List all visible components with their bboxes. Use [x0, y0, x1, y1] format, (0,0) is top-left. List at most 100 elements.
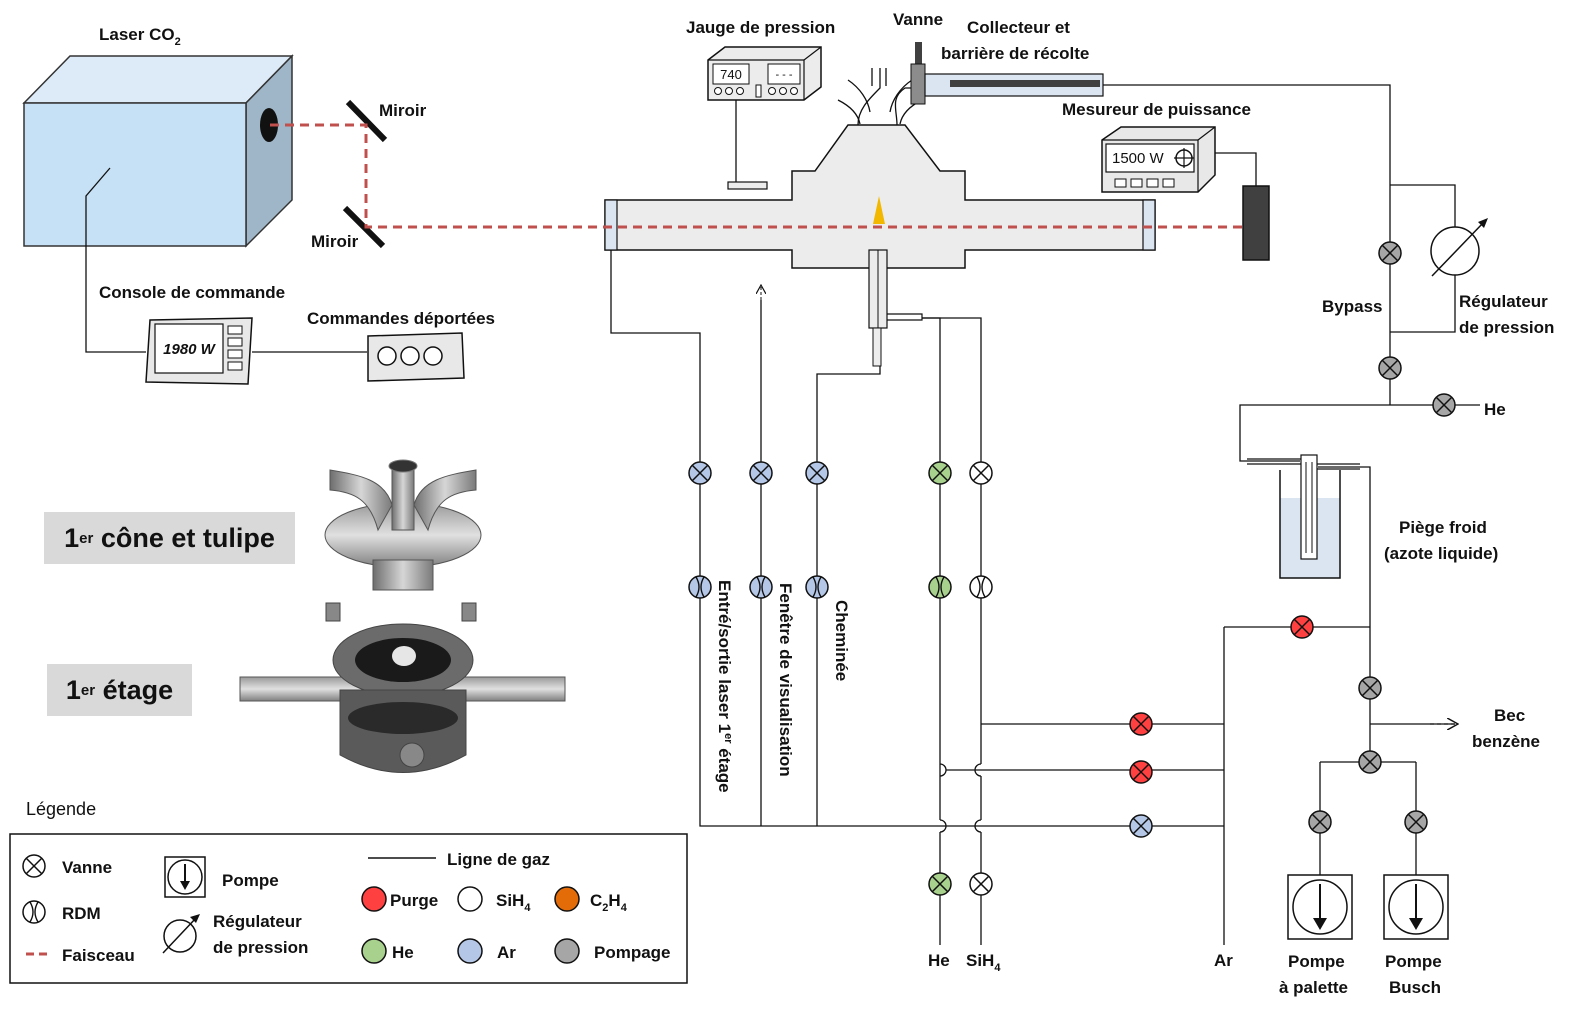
valve-he-top — [928, 461, 952, 485]
remote-label: Commandes déportées — [307, 309, 495, 328]
control-console: 1980 W Console de commande — [99, 283, 285, 385]
legend-c2h4: C2H4 — [590, 891, 628, 914]
laser-co2: Laser CO2 — [22, 25, 294, 248]
valve-purge-2 — [1129, 760, 1153, 784]
laser-io-label: Entré/sortie laser 1er étage — [715, 580, 734, 793]
beam-dump — [1242, 185, 1270, 261]
valve-bypass-top — [1378, 241, 1402, 265]
benzene-label-2: benzène — [1472, 732, 1540, 751]
rdm-sih4 — [969, 575, 993, 599]
bottom-sih4-label: SiH4 — [966, 951, 1001, 974]
console-display: 1980 W — [163, 341, 217, 358]
legend-pompage-swatch — [554, 938, 580, 964]
flame-icon — [873, 196, 885, 224]
legend-pompe: Pompe — [222, 871, 279, 890]
power-meter: 1500 W Mesureur de puissance — [1062, 100, 1251, 193]
laser-aperture — [260, 108, 278, 142]
laser-label: Laser CO2 — [99, 25, 181, 48]
bottom-he-label: He — [928, 951, 950, 970]
valve-he-inlet — [1432, 393, 1456, 417]
mirror-bottom-label: Miroir — [311, 232, 359, 251]
valve-pump-busch — [1404, 810, 1428, 834]
valve-ar-main — [1129, 814, 1153, 838]
valve-sih4-top — [969, 461, 993, 485]
legend-title: Légende — [26, 799, 96, 819]
collector-bar — [950, 80, 1100, 87]
valve-pump-vane — [1308, 810, 1332, 834]
pump-busch-label-2: Busch — [1389, 978, 1441, 997]
legend-purge-swatch — [361, 886, 387, 912]
legend-he: He — [392, 943, 414, 962]
valve-purge-3 — [1290, 615, 1314, 639]
pressure-regulator — [1430, 218, 1488, 277]
he-right-label: He — [1484, 400, 1506, 419]
legend-ligne-gaz: Ligne de gaz — [447, 850, 550, 869]
power-meter-label: Mesureur de puissance — [1062, 100, 1251, 119]
top-valve-handle — [915, 42, 922, 66]
legend-vanne: Vanne — [62, 858, 112, 877]
console-label: Console de commande — [99, 283, 285, 302]
rdm-he — [928, 575, 952, 599]
legend: Vanne RDM Faisceau Pompe Régulateur de p… — [22, 850, 671, 965]
rdm-ar-chimney — [805, 575, 829, 599]
gas-lines-right — [1103, 84, 1480, 875]
collector-label-1: Collecteur et — [967, 18, 1070, 37]
top-valve — [910, 63, 926, 105]
pump-busch — [1383, 874, 1449, 940]
mirror-top-label: Miroir — [379, 101, 427, 120]
valve-ar-window — [749, 461, 773, 485]
legend-sih4-swatch — [457, 886, 483, 912]
laser-beam — [270, 123, 1243, 229]
rdm-ar-laser-io — [688, 575, 712, 599]
bypass-label: Bypass — [1322, 297, 1382, 316]
legend-purge: Purge — [390, 891, 438, 910]
legend-rdm: RDM — [62, 904, 101, 923]
valve-sih4-bottom — [969, 872, 993, 896]
cold-trap-label-1: Piège froid — [1399, 518, 1487, 537]
remote-controls: Commandes déportées — [307, 309, 495, 382]
cold-trap — [1247, 454, 1360, 579]
bottom-ar-label: Ar — [1214, 951, 1233, 970]
collector-label-2: barrière de récolte — [941, 44, 1089, 63]
gas-lines-left — [610, 250, 1370, 945]
valve-ar-laser-io — [688, 461, 712, 485]
valve-he-bottom — [928, 872, 952, 896]
reaction-chamber — [604, 68, 1156, 367]
valve-bypass-bottom — [1378, 356, 1402, 380]
vanne-label: Vanne — [893, 10, 943, 29]
regulator-label-1: Régulateur — [1459, 292, 1548, 311]
first-stage-photo — [239, 602, 566, 773]
benzene-label-1: Bec — [1494, 706, 1525, 725]
gauge-display-left: 740 — [720, 67, 742, 82]
pressure-gauge: 740 - - - Jauge de pression — [686, 18, 835, 101]
pump-busch-label-1: Pompe — [1385, 952, 1442, 971]
valve-ar-chimney — [805, 461, 829, 485]
cold-trap-label-2: (azote liquide) — [1384, 544, 1498, 563]
mirror-top — [345, 99, 388, 143]
power-meter-display: 1500 W — [1112, 150, 1165, 167]
legend-vanne-icon — [22, 854, 46, 878]
legend-ar-swatch — [457, 938, 483, 964]
legend-regulateur-2: de pression — [213, 938, 308, 957]
pump-vane-label-2: à palette — [1279, 978, 1348, 997]
legend-pompage: Pompage — [594, 943, 671, 962]
valve-pumping-1 — [1358, 676, 1382, 700]
legend-he-swatch — [361, 938, 387, 964]
rdm-ar-window — [749, 575, 773, 599]
legend-faisceau: Faisceau — [62, 946, 135, 965]
cone-tulip-photo — [324, 459, 482, 591]
mirror-bottom — [342, 205, 386, 249]
pump-vane — [1287, 874, 1353, 940]
legend-c2h4-swatch — [554, 886, 580, 912]
legend-regulateur-1: Régulateur — [213, 912, 302, 931]
legend-ar: Ar — [497, 943, 516, 962]
chimney-label: Cheminée — [832, 600, 851, 681]
window-label: Fenêtre de visualisation — [776, 583, 795, 777]
gauge-display-right: - - - — [775, 69, 792, 81]
gauge-label: Jauge de pression — [686, 18, 835, 37]
legend-sih4: SiH4 — [496, 891, 531, 914]
